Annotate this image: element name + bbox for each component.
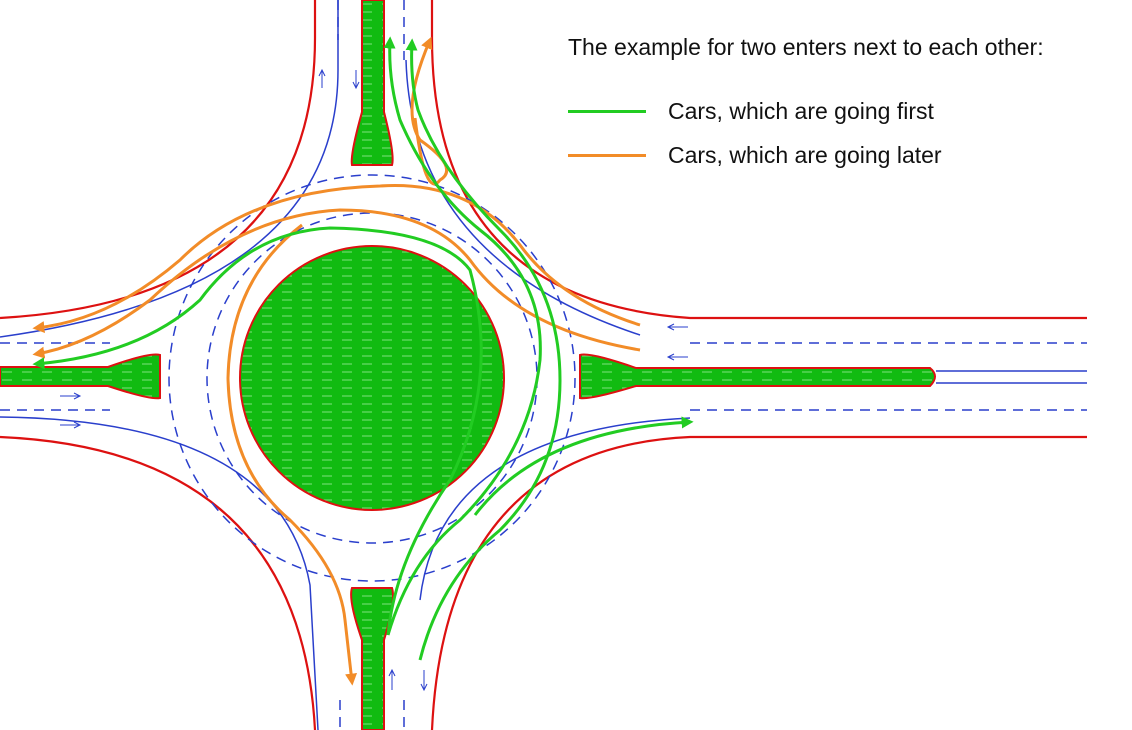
legend-swatch-later [568,153,646,157]
legend-title: The example for two enters next to each … [568,34,1044,60]
first-path-4 [32,226,483,636]
splitter-islands [0,0,936,730]
later-path-1 [32,183,641,334]
legend-item-later: Cars, which are going later [568,140,942,170]
legend-swatch-first [568,109,646,113]
first-paths [32,36,694,661]
first-path-1 [383,36,542,636]
legend-item-first: Cars, which are going first [568,96,934,126]
later-path-2 [32,208,641,359]
first-path-2 [405,38,562,661]
legend-label-later: Cars, which are going later [668,141,942,168]
central-island [239,245,505,511]
later-path-3 [226,223,358,686]
outer-curbs [0,0,1087,730]
legend-label-first: Cars, which are going first [668,97,934,124]
lane-direction-arrows [60,68,688,692]
first-path-3 [473,416,694,516]
